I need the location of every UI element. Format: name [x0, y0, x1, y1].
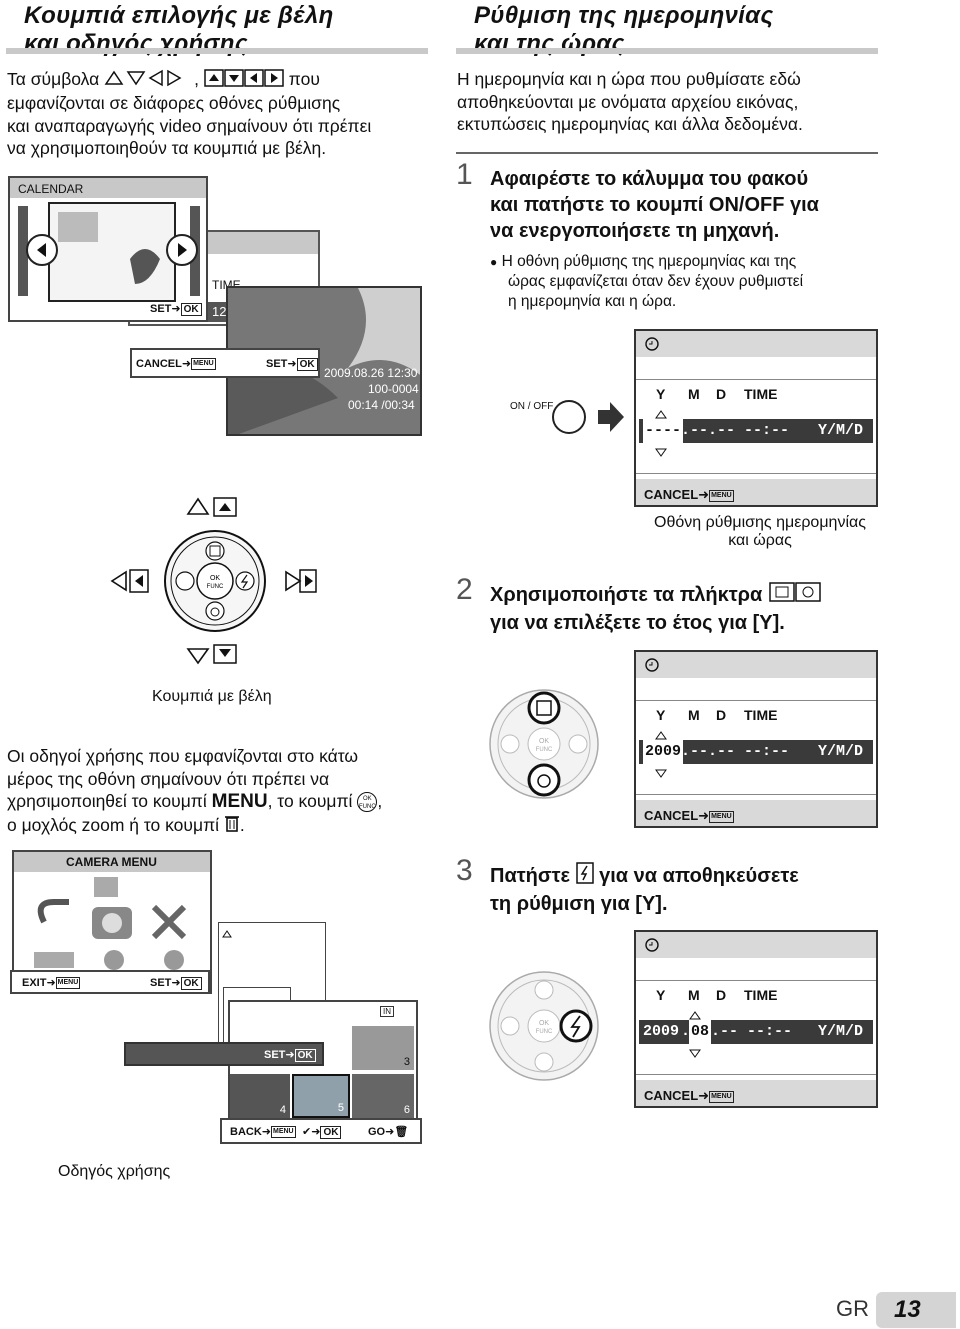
month-col-label: M	[688, 987, 700, 1003]
day-col-label: D	[716, 987, 727, 1003]
time-col-label: TIME	[744, 987, 778, 1003]
date-lcd-screen-2: Y M D TIME 2009 .--.-- --:-- Y/M/D CANCE…	[634, 650, 878, 828]
cancel-set-bar: CANCEL➜MENU SET➜OK	[130, 348, 320, 378]
up-arrow-icon	[654, 727, 668, 745]
date-value-row: 2009 . 08 .-- --:-- Y/M/D	[639, 1020, 873, 1044]
arrow-pad-diagram: OK FUNC	[110, 495, 320, 665]
right-title-rule	[456, 48, 878, 54]
guide-caption: Οδηγός χρήσης	[58, 1163, 171, 1180]
calendar-side-bar	[18, 206, 28, 296]
up-arrow-icon	[654, 406, 668, 424]
index-view-screen: IN 4 5 6 3	[228, 1000, 418, 1122]
onoff-button[interactable]	[552, 400, 586, 434]
year-col-label: Y	[656, 386, 666, 402]
lcd1-cancel-guide: CANCEL➜MENU	[644, 487, 734, 502]
step1-text: Αφαιρέστε το κάλυμμα του φακού και πατήσ…	[490, 168, 819, 242]
step1-bullet: ● Η οθόνη ρύθμισης της ημερομηνίας και τ…	[490, 253, 804, 310]
check-ok-guide: ✔➜OK	[302, 1125, 342, 1139]
svg-text:OK: OK	[539, 738, 549, 745]
playback-time: 00:14 /00:34	[348, 398, 415, 412]
year-col-label: Y	[656, 987, 666, 1003]
svg-text:OK: OK	[210, 575, 220, 582]
day-col-label: D	[716, 386, 727, 402]
arrow-caption: Κουμπιά με βέλη	[152, 688, 272, 705]
date-value-row: 2009 .--.-- --:-- Y/M/D	[639, 740, 873, 764]
arrow-button-icons	[204, 68, 284, 93]
up-arrow-icon	[688, 1007, 702, 1025]
exit-guide: EXIT➜MENU	[22, 977, 81, 990]
step1-number: 1	[456, 158, 473, 191]
thumb-6: 6	[352, 1074, 414, 1118]
step2-number: 2	[456, 573, 473, 606]
language-code: GR	[836, 1296, 869, 1321]
guide-intro-text: Οι οδηγοί χρήσης που εμφανίζονται στο κά…	[7, 745, 437, 838]
date-lcd-screen-1: Y M D TIME ---- .--.-- --:-- Y/M/D CANCE…	[634, 329, 878, 507]
arrow-pad-up-down: OK FUNC	[488, 688, 600, 800]
down-arrow-icon	[654, 445, 668, 463]
camera-menu-title: CAMERA MENU	[66, 855, 157, 869]
lcd3-cancel-guide: CANCEL➜MENU	[644, 1088, 734, 1103]
day-col-label: D	[716, 707, 727, 723]
thumb-5[interactable]: 5	[292, 1074, 350, 1118]
calendar-photo	[48, 202, 176, 302]
time-col-label: TIME	[744, 386, 778, 402]
playback-date: 2009.08.26 12:30	[324, 366, 418, 380]
month-col-label: M	[688, 386, 700, 402]
calendar-label: CALENDAR	[18, 182, 84, 196]
date-lcd-screen-3: Y M D TIME 2009 . 08 .-- --:-- Y/M/D CAN…	[634, 930, 878, 1108]
left-section-title: Κουμπιά επιλογής με βέλη και οδηγός χρήσ…	[24, 2, 334, 57]
svg-text:FUNC: FUNC	[536, 747, 553, 753]
date-intro-text: Η ημερομηνία και η ώρα που ρυθμίσατε εδώ…	[457, 69, 803, 134]
flash-key-icon	[575, 862, 594, 891]
set-guide: SET➜OK	[266, 357, 318, 371]
lcd2-cancel-guide: CANCEL➜MENU	[644, 808, 734, 823]
internal-memory-icon: IN	[380, 1006, 394, 1017]
playback-file: 100-0004	[368, 382, 419, 396]
down-arrow-icon	[654, 766, 668, 784]
title-rule	[6, 48, 428, 54]
svg-text:FUNC: FUNC	[536, 1029, 553, 1035]
clock-icon	[644, 658, 660, 677]
go-guide: GO➜🗑	[368, 1126, 409, 1138]
up-down-key-icons	[768, 581, 824, 610]
step3-text: Πατήστε για να αποθηκεύσετε τη ρύθμιση γ…	[490, 862, 890, 917]
step-divider	[456, 152, 878, 154]
delete-guide-bar: SET➜OK	[124, 1042, 324, 1066]
clock-icon	[644, 337, 660, 356]
thumb-3: 3	[352, 1026, 414, 1070]
page-number: 13	[894, 1296, 921, 1323]
calendar-screen: CALENDAR SET➜OK	[8, 176, 208, 322]
back-go-bar: BACK➜MENU ✔➜OK GO➜🗑	[220, 1118, 422, 1144]
svg-text:FUNC: FUNC	[207, 584, 224, 590]
month-col-label: M	[688, 707, 700, 723]
arrow-outline-icons	[104, 69, 194, 93]
time-col-label: TIME	[744, 707, 778, 723]
back-guide: BACK➜MENU	[230, 1126, 296, 1139]
onoff-label: ON / OFF	[510, 401, 554, 412]
year-col-label: Y	[656, 707, 666, 723]
cancel-guide: CANCEL➜MENU	[136, 358, 216, 371]
clock-icon	[644, 938, 660, 957]
camera-menu-icons	[34, 877, 187, 970]
date-value-row: ---- .--.-- --:-- Y/M/D	[639, 419, 873, 443]
menu-button-label: MENU	[211, 791, 268, 812]
thumb-4: 4	[230, 1074, 290, 1118]
svg-text:OK: OK	[539, 1020, 549, 1027]
lcd-caption: Οθόνη ρύθμισης ημερομηνίας και ώρας	[654, 514, 866, 549]
arrow-right-icon	[596, 400, 626, 439]
page-number-tab: 13	[876, 1292, 956, 1328]
delete-set-guide: SET➜OK	[264, 1048, 316, 1062]
left-arrow-button-icon	[26, 234, 58, 266]
down-arrow-icon	[688, 1046, 702, 1064]
arrow-pad-right: OK FUNC	[488, 970, 600, 1082]
trash-icon	[224, 814, 240, 838]
step3-number: 3	[456, 854, 473, 887]
step2-text: Χρησιμοποιήστε τα πλήκτρα για να επιλέξε…	[490, 581, 890, 636]
right-arrow-button-icon	[166, 234, 198, 266]
calendar-set-guide: SET➜OK	[150, 302, 202, 316]
exit-set-bar: EXIT➜MENU SET➜OK	[10, 970, 210, 994]
arrow-intro-text: Τα σύμβολα , που εμφανίζονται σε διά	[7, 68, 372, 159]
menu-set-guide: SET➜OK	[150, 976, 202, 990]
